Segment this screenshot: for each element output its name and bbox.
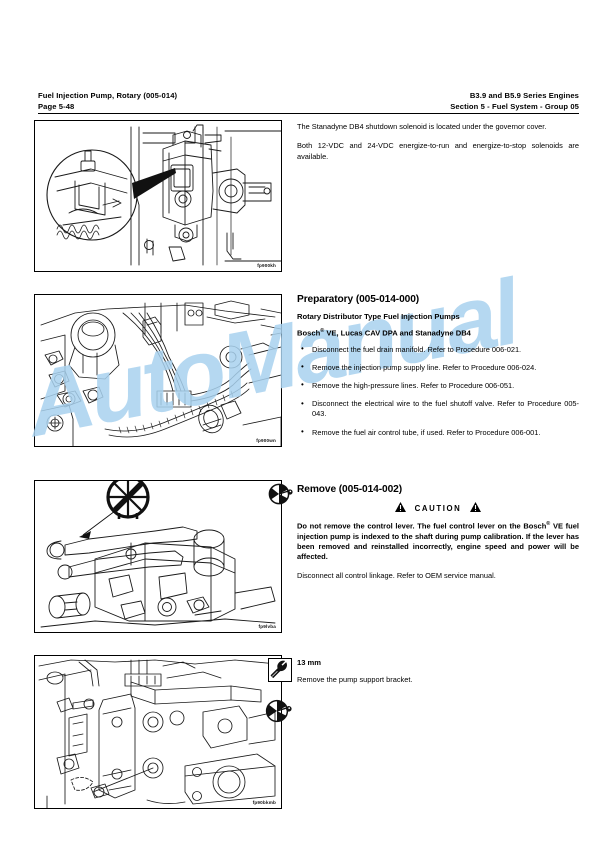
pump-types-pre: Bosch <box>297 328 321 338</box>
figure-3-panel: fp9lvba <box>34 480 282 633</box>
figure-1-code: fp900kh <box>257 263 276 268</box>
header-right-line1: B3.9 and B5.9 Series Engines <box>469 91 579 100</box>
preparatory-section: Preparatory (005-014-000) Rotary Distrib… <box>297 294 579 446</box>
preparatory-steps-list: Disconnect the fuel drain manifold. Refe… <box>297 344 579 438</box>
wrench-icon-box <box>268 658 292 682</box>
do-not-remove-icon <box>106 481 150 519</box>
remove-pie-icon <box>268 481 294 507</box>
registered-mark-caution: ® <box>546 521 551 527</box>
list-item: Disconnect the fuel drain manifold. Refe… <box>297 344 579 355</box>
caution-text-post: VE fuel injection pump is indexed to the… <box>297 521 579 562</box>
preparatory-pump-types: Bosch® VE, Lucas CAV DPA and Stanadyne D… <box>297 328 579 338</box>
bracket-step-section: 13 mm Remove the pump support bracket. <box>297 658 579 694</box>
wrench-icon <box>270 660 287 678</box>
remove-pie-icon-2 <box>265 697 293 725</box>
figure-2-panel: fp900wn <box>34 294 282 447</box>
remove-section: Remove (005-014-002) CAUTION Do not remo… <box>297 484 579 591</box>
figure-3-code: fp9lvba <box>258 624 276 629</box>
caution-text: Do not remove the control lever. The fue… <box>297 519 579 562</box>
list-item: Remove the injection pump supply line. R… <box>297 362 579 373</box>
warning-triangle-icon <box>394 502 406 514</box>
figure-1-illustration <box>46 124 281 266</box>
list-item: Remove the fuel air control tube, if use… <box>297 427 579 438</box>
remove-body-text: Disconnect all control linkage. Refer to… <box>297 571 496 581</box>
registered-mark: ® <box>320 328 325 334</box>
caution-label: CAUTION <box>414 504 462 513</box>
remove-heading: Remove (005-014-002) <box>297 484 403 495</box>
figure-2-code: fp900wn <box>256 438 276 443</box>
figure-1-panel: fp900kh <box>34 120 282 272</box>
list-item: Remove the high-pressure lines. Refer to… <box>297 380 579 391</box>
intro-paragraph-1: The Stanadyne DB4 shutdown solenoid is l… <box>297 122 547 131</box>
preparatory-heading: Preparatory (005-014-000) <box>297 294 420 305</box>
figure-2-illustration <box>40 300 281 446</box>
header-right: B3.9 and B5.9 Series Engines Section 5 -… <box>450 91 579 112</box>
figure-4-panel: fp90bkmb <box>34 655 282 809</box>
header-right-line2: Section 5 - Fuel System - Group 05 <box>450 101 579 111</box>
caution-banner: CAUTION <box>297 502 579 514</box>
tool-size-label: 13 mm <box>297 658 322 667</box>
bracket-step-instruction: Remove the pump support bracket. <box>297 675 413 684</box>
pump-types-post: VE, Lucas CAV DPA and Stanadyne DB4 <box>324 328 471 338</box>
header-left-line1: Fuel Injection Pump, Rotary (005-014) <box>38 91 178 100</box>
header-divider <box>38 113 579 114</box>
caution-text-pre: Do not remove the control lever. The fue… <box>297 521 547 531</box>
intro-text-block: The Stanadyne DB4 shutdown solenoid is l… <box>297 122 579 171</box>
figure-4-code: fp90bkmb <box>252 800 276 805</box>
figure-3-illustration <box>40 481 276 628</box>
detail-callout-wedge <box>132 168 176 199</box>
warning-triangle-icon-right <box>470 502 482 514</box>
header-left: Fuel Injection Pump, Rotary (005-014) Pa… <box>38 91 177 112</box>
intro-paragraph-2: Both 12-VDC and 24-VDC energize-to-run a… <box>297 141 579 161</box>
figure-4-illustration <box>38 659 278 808</box>
preparatory-subheading: Rotary Distributor Type Fuel Injection P… <box>297 312 460 321</box>
list-item: Disconnect the electrical wire to the fu… <box>297 399 579 419</box>
header-left-line2: Page 5-48 <box>38 101 75 111</box>
